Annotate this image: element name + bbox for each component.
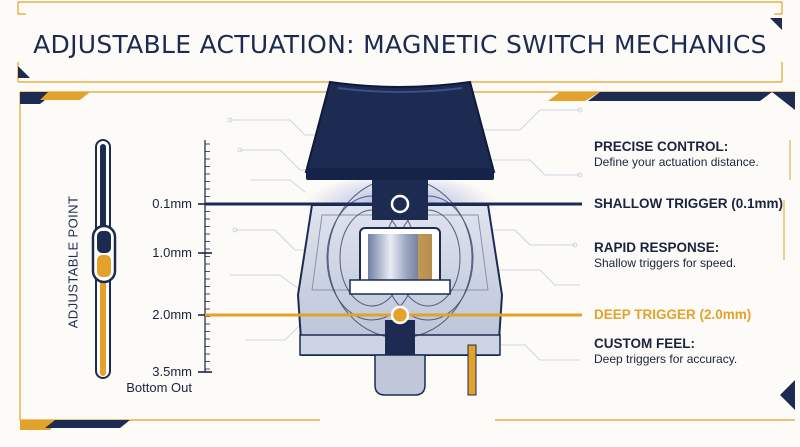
depth-ruler	[198, 140, 212, 373]
bottom-out-label: Bottom Out	[126, 380, 192, 395]
page-title: ADJUSTABLE ACTUATION: MAGNETIC SWITCH ME…	[33, 30, 767, 59]
tick-label-3.5: 3.5mm	[152, 364, 192, 379]
tick-label-1.0: 1.0mm	[152, 245, 192, 260]
precise-control-heading: PRECISE CONTROL:	[594, 139, 729, 154]
deep-trigger-marker	[390, 305, 410, 325]
title-frame	[17, 1, 783, 83]
tick-label-2.0: 2.0mm	[152, 307, 192, 322]
rapid-response-text: Shallow triggers for speed.	[594, 256, 737, 270]
rapid-response-heading: RAPID RESPONSE:	[594, 240, 720, 255]
corner-accent	[18, 66, 30, 78]
slider-label: ADJUSTABLE POINT	[65, 195, 81, 329]
adjustable-slider[interactable]	[91, 139, 117, 379]
shallow-trigger-marker	[390, 194, 410, 214]
keycap	[304, 80, 496, 176]
custom-feel-heading: CUSTOM FEEL:	[594, 336, 695, 351]
custom-feel-text: Deep triggers for accuracy.	[594, 352, 738, 366]
switch-illustration	[296, 80, 504, 396]
shallow-trigger-label: SHALLOW TRIGGER (0.1mm)	[594, 196, 784, 211]
tick-label-0.1: 0.1mm	[152, 196, 192, 211]
precise-control-text: Define your actuation distance.	[594, 155, 759, 169]
corner-accent	[770, 18, 782, 30]
deep-trigger-label: DEEP TRIGGER (2.0mm)	[594, 307, 752, 322]
